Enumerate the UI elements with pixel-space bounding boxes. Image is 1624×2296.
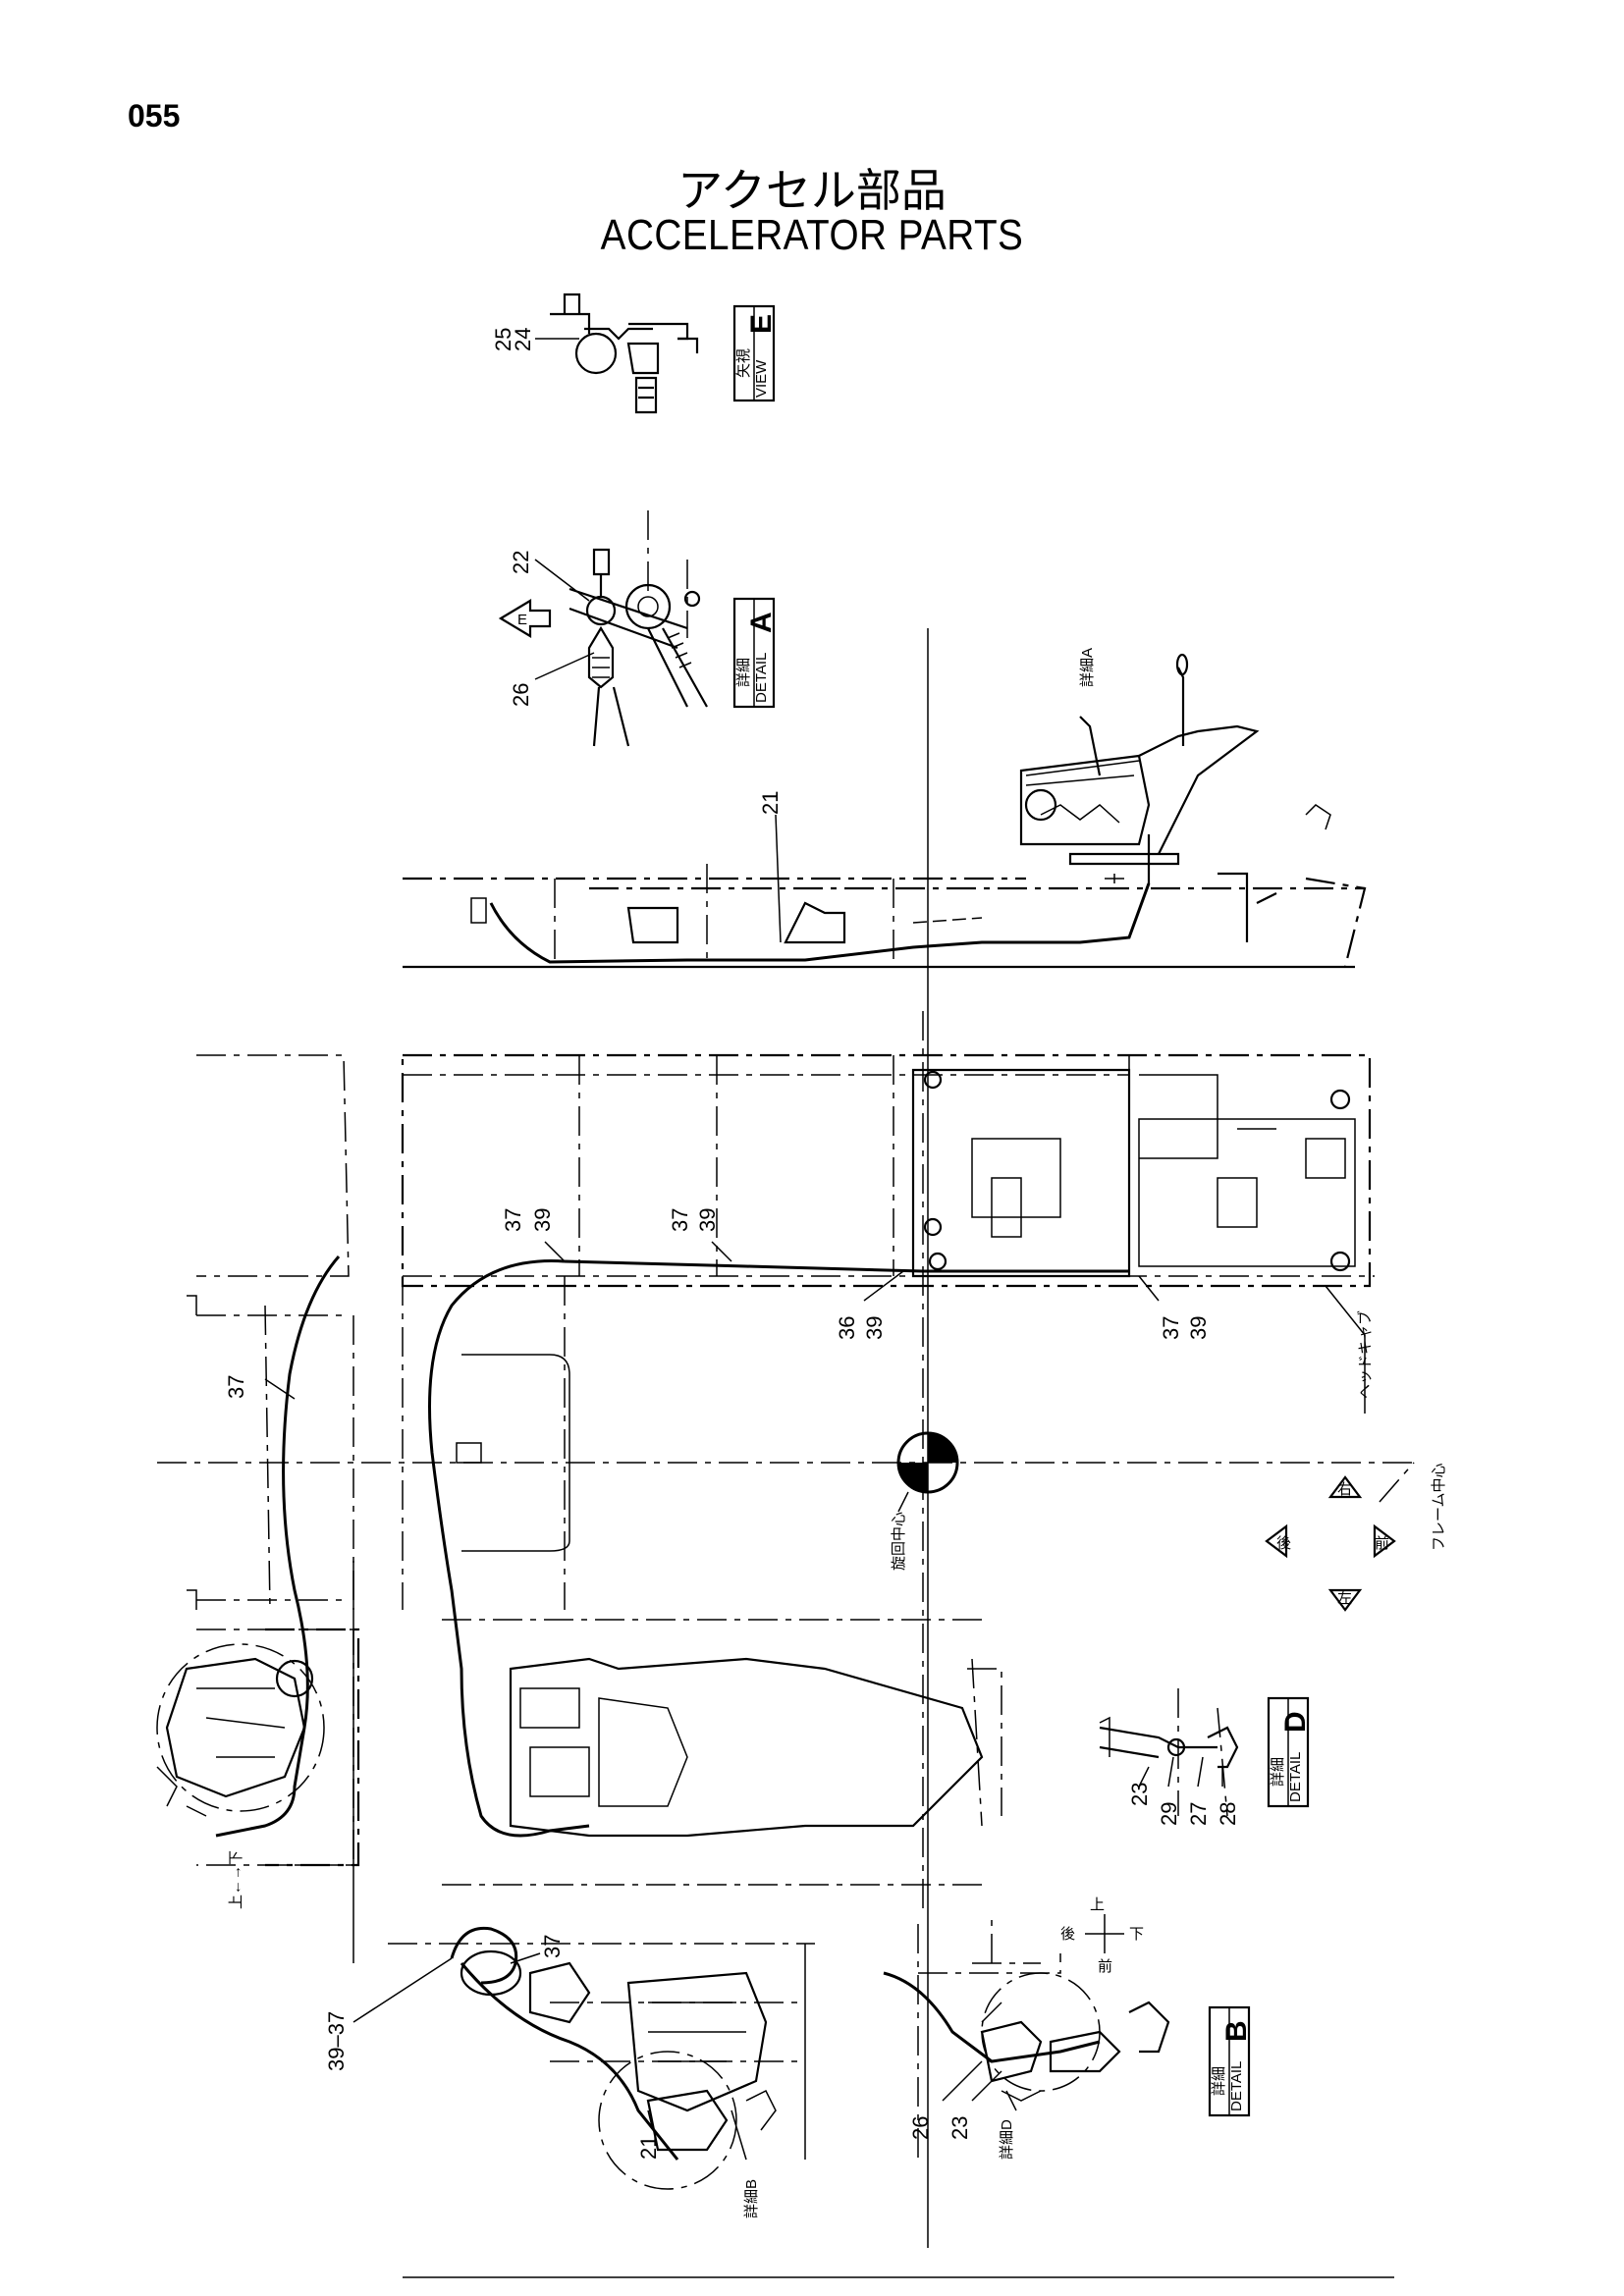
detail-a-label-box: 詳細 DETAIL A [732, 597, 778, 709]
callout-37-d: 37 [224, 1375, 248, 1399]
callout-39-37: 39–37 [324, 2011, 349, 2071]
swing-center-label: 旋回中心 [891, 1512, 907, 1571]
detail-b-letter: B [1220, 2020, 1253, 2042]
dir-rear: 後 [1276, 1535, 1291, 1552]
callout-37-b: 37 [668, 1208, 692, 1232]
frame-center-label: フレーム中心 [1431, 1463, 1447, 1551]
arrow-left [1327, 1588, 1363, 1612]
dir-left: 左 [1337, 1590, 1352, 1607]
detail-d-label-box: 詳細 DETAIL D [1267, 1696, 1312, 1808]
detail-d-reference: 詳細D [999, 2119, 1015, 2160]
callout-21-top: 21 [758, 791, 783, 815]
detail-d-jp: 詳細 [1270, 1757, 1286, 1787]
view-e-jp: 矢視 [735, 348, 752, 378]
detail-a-en: DETAIL [753, 653, 770, 703]
arrow-front [1373, 1523, 1396, 1559]
compass-down: 下 [1129, 1926, 1144, 1943]
detail-b-en: DETAIL [1228, 2061, 1245, 2111]
detail-d: 23 29 27 28 詳細 DETAIL D [1099, 1688, 1312, 1826]
view-e-direction-arrow [498, 599, 552, 638]
callout-25: 25 [491, 328, 515, 351]
callout-39-c: 39 [862, 1316, 887, 1340]
swing-center-symbol [896, 1431, 959, 1494]
callout-29: 29 [1157, 1802, 1181, 1826]
compass-front: 前 [1098, 1958, 1112, 1975]
callout-23-d: 23 [1127, 1783, 1152, 1806]
page-title-japanese: アクセル部品 [677, 164, 947, 217]
detail-b-jp: 詳細 [1211, 2066, 1227, 2096]
arrow-right [1327, 1475, 1363, 1499]
lower-left-side-view: 39–37 37 21 詳細B [324, 1926, 815, 2218]
compass-rear: 後 [1060, 1926, 1075, 1943]
callout-39-d: 39 [1186, 1316, 1211, 1340]
compass-indicator: 上 下 後 前 [1060, 1896, 1144, 1975]
dir-right: 右 [1337, 1481, 1352, 1498]
callout-27: 27 [1186, 1802, 1211, 1826]
callout-21-b: 21 [636, 2136, 661, 2160]
side-view-upper-frame: 21 詳細A [403, 628, 1367, 2248]
callout-37-a: 37 [501, 1208, 525, 1232]
page-title-english: ACCELERATOR PARTS [600, 211, 1024, 259]
callout-39-a: 39 [530, 1208, 555, 1232]
view-e-detail: 矢視 VIEW E 25 24 [491, 293, 778, 414]
detail-d-letter: D [1279, 1711, 1312, 1733]
detail-a-reference: 詳細A [1079, 648, 1096, 687]
page-number: 055 [128, 98, 181, 133]
updown-indicator: 上←→下 [228, 1850, 244, 1909]
detail-b-label-box: 詳細 DETAIL B [1208, 2005, 1253, 2117]
callout-37-c: 37 [1159, 1316, 1183, 1340]
view-e-label-box: 矢視 VIEW E [732, 304, 778, 402]
callout-26-b: 26 [908, 2116, 933, 2140]
plan-view: 旋回中心 フレーム中心 ヘッドキャブ 37 39 37 39 36 39 37 … [156, 1011, 1447, 1963]
detail-b-reference: 詳細B [743, 2179, 760, 2218]
callout-22: 22 [509, 551, 533, 574]
callout-23-b: 23 [947, 2116, 972, 2140]
arrow-rear [1265, 1523, 1288, 1559]
detail-d-en: DETAIL [1287, 1752, 1304, 1802]
dir-front: 前 [1375, 1535, 1389, 1552]
callout-28: 28 [1216, 1802, 1240, 1826]
detail-a: E 詳細 DETAIL A 22 26 [498, 510, 778, 747]
detail-a-jp: 詳細 [735, 658, 752, 687]
detail-b: 26 23 詳細D 上 下 後 前 詳細 DETAIL B [883, 1896, 1253, 2160]
callout-26: 26 [509, 683, 533, 707]
callout-37-e: 37 [540, 1935, 565, 1958]
view-e-letter: E [745, 314, 778, 334]
direction-arrows: 右 前 後 左 [1265, 1475, 1396, 1612]
view-e-en: VIEW [753, 359, 770, 398]
arrow-e-letter: E [517, 612, 527, 628]
callout-39-b: 39 [695, 1208, 720, 1232]
compass-up: 上 [1090, 1896, 1105, 1913]
detail-a-letter: A [745, 612, 778, 633]
callout-24: 24 [511, 328, 535, 351]
callout-36: 36 [835, 1316, 859, 1340]
